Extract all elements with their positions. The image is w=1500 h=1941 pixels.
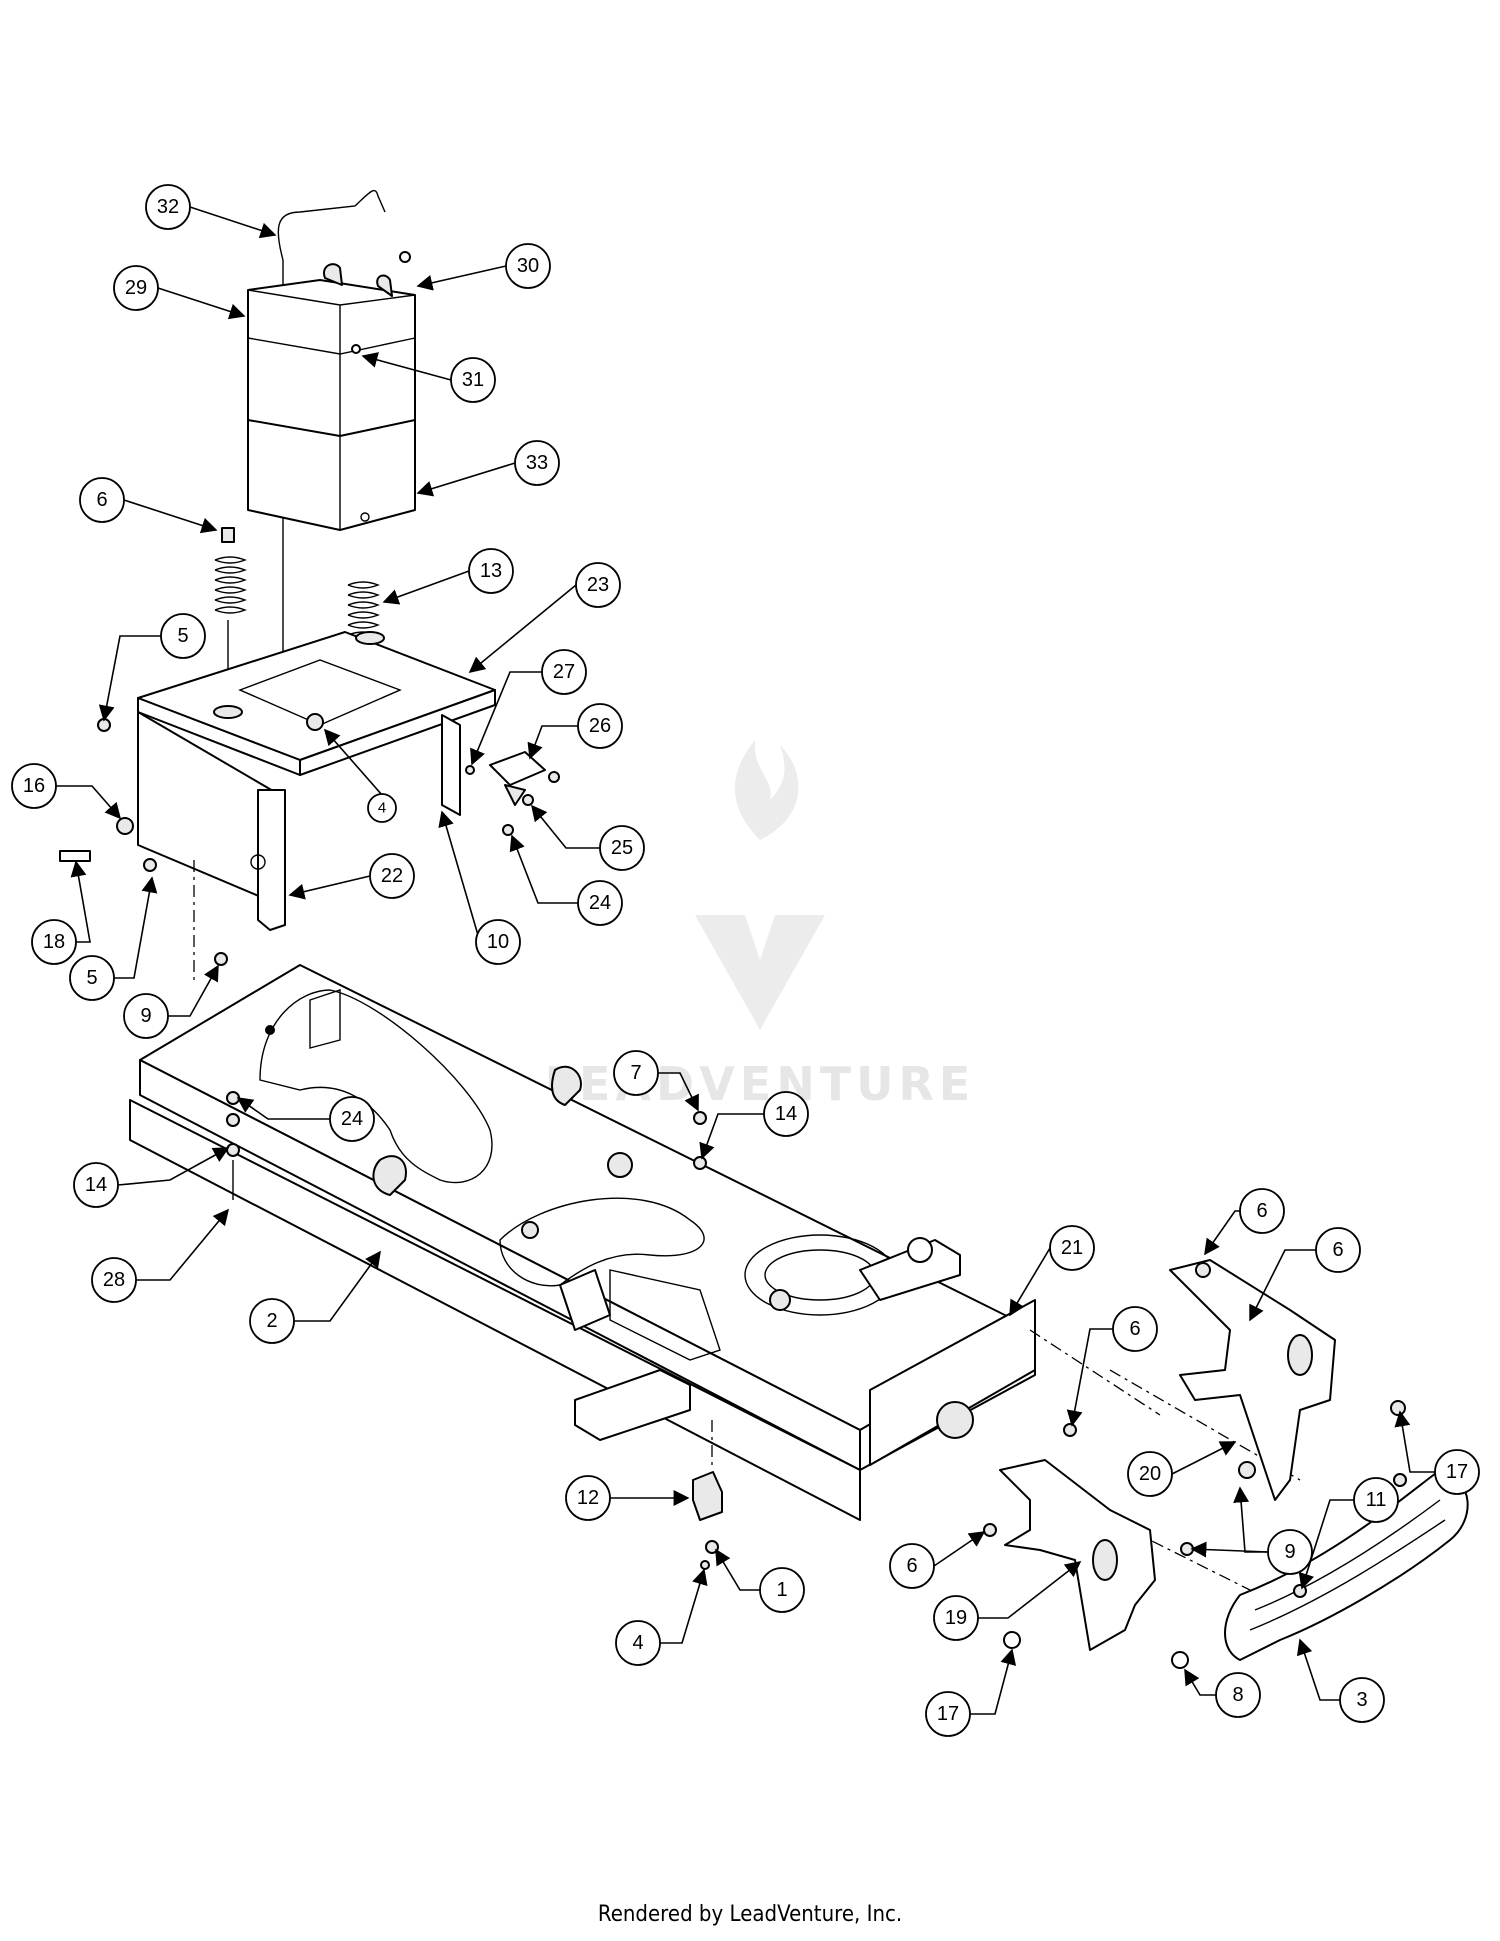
svg-text:33: 33 [526, 452, 548, 474]
svg-text:18: 18 [43, 931, 65, 953]
battery-tray [247, 419, 416, 531]
callout-26: 26 [577, 703, 623, 749]
svg-text:4: 4 [378, 800, 386, 817]
switch-bracket [465, 751, 560, 836]
callout-13: 13 [468, 548, 514, 594]
svg-text:7: 7 [630, 1062, 641, 1084]
callout-32: 32 [145, 184, 191, 230]
callout-19: 19 [933, 1595, 979, 1641]
svg-text:19: 19 [945, 1607, 967, 1629]
svg-text:14: 14 [775, 1103, 797, 1125]
callout-2: 2 [249, 1298, 295, 1344]
callout-14-left: 14 [73, 1162, 119, 1208]
svg-text:12: 12 [577, 1487, 599, 1509]
svg-text:1: 1 [776, 1579, 787, 1601]
svg-text:26: 26 [589, 715, 611, 737]
callout-4-bottom: 4 [615, 1620, 661, 1666]
svg-text:17: 17 [937, 1703, 959, 1725]
callout-5-bottom: 5 [69, 955, 115, 1001]
callout-3: 3 [1339, 1677, 1385, 1723]
battery-platform [137, 631, 496, 931]
front-bracket-left [983, 1423, 1194, 1651]
seat-switch [692, 1471, 723, 1570]
svg-text:6: 6 [1256, 1200, 1267, 1222]
svg-text:16: 16 [23, 775, 45, 797]
callout-12: 12 [565, 1475, 611, 1521]
front-bracket-right [1169, 1259, 1336, 1501]
svg-text:9: 9 [140, 1005, 151, 1027]
callout-5-top: 5 [160, 613, 206, 659]
footer-credit: Rendered by LeadVenture, Inc. [597, 1902, 903, 1927]
svg-text:6: 6 [1332, 1239, 1343, 1261]
callout-11: 11 [1353, 1477, 1399, 1523]
callout-28: 28 [91, 1257, 137, 1303]
leadventure-watermark: LEADVENTURE [545, 740, 976, 1111]
callout-7: 7 [613, 1050, 659, 1096]
callout-18: 18 [31, 919, 77, 965]
watermark-text: LEADVENTURE [545, 1057, 976, 1111]
callout-6-middle: 6 [1112, 1306, 1158, 1352]
callout-6-lower: 6 [889, 1543, 935, 1589]
callout-9-top: 9 [123, 993, 169, 1039]
callout-10: 10 [475, 919, 521, 965]
svg-text:22: 22 [381, 865, 403, 887]
svg-text:10: 10 [487, 931, 509, 953]
svg-text:32: 32 [157, 196, 179, 218]
callout-6-right-a: 6 [1239, 1188, 1285, 1234]
svg-text:31: 31 [462, 369, 484, 391]
svg-text:9: 9 [1284, 1541, 1295, 1563]
svg-text:28: 28 [103, 1269, 125, 1291]
main-frame [129, 964, 1301, 1601]
callout-24-bottom: 24 [329, 1096, 375, 1142]
springs [214, 527, 380, 710]
callout-16: 16 [11, 763, 57, 809]
callout-30: 30 [505, 243, 551, 289]
svg-text:5: 5 [86, 967, 97, 989]
callout-17-right: 17 [1434, 1449, 1480, 1495]
callout-24-top: 24 [577, 880, 623, 926]
callout-20: 20 [1127, 1451, 1173, 1497]
callout-6-top: 6 [79, 477, 125, 523]
callout-9-bottom: 9 [1267, 1529, 1313, 1575]
svg-text:5: 5 [177, 625, 188, 647]
svg-text:14: 14 [85, 1174, 107, 1196]
svg-text:21: 21 [1061, 1237, 1083, 1259]
callout-6-right-b: 6 [1315, 1227, 1361, 1273]
callout-25: 25 [599, 825, 645, 871]
svg-text:25: 25 [611, 837, 633, 859]
callout-22: 22 [369, 853, 415, 899]
callouts: 32 30 29 31 33 6 13 23 5 27 26 16 [11, 184, 1480, 1737]
callout-21: 21 [1049, 1225, 1095, 1271]
callout-23: 23 [575, 562, 621, 608]
svg-text:8: 8 [1232, 1684, 1243, 1706]
callout-31: 31 [450, 357, 496, 403]
svg-text:6: 6 [906, 1555, 917, 1577]
svg-text:4: 4 [632, 1632, 643, 1654]
callout-4-small: 4 [367, 793, 397, 823]
svg-text:17: 17 [1446, 1461, 1468, 1483]
svg-text:6: 6 [1129, 1318, 1140, 1340]
svg-text:3: 3 [1356, 1689, 1367, 1711]
svg-text:11: 11 [1366, 1489, 1387, 1511]
callout-33: 33 [514, 440, 560, 486]
svg-text:24: 24 [589, 892, 611, 914]
svg-text:6: 6 [96, 489, 107, 511]
svg-text:23: 23 [587, 574, 609, 596]
svg-text:2: 2 [266, 1310, 277, 1332]
callout-27: 27 [541, 649, 587, 695]
callout-8: 8 [1215, 1672, 1261, 1718]
callout-14-right: 14 [763, 1091, 809, 1137]
svg-text:27: 27 [553, 661, 575, 683]
platform-hardware [59, 718, 228, 985]
callout-29: 29 [113, 265, 159, 311]
svg-text:24: 24 [341, 1108, 363, 1130]
svg-text:20: 20 [1139, 1463, 1161, 1485]
callout-1: 1 [759, 1567, 805, 1613]
svg-text:13: 13 [480, 560, 502, 582]
callout-17-lower: 17 [925, 1691, 971, 1737]
svg-text:30: 30 [517, 255, 539, 277]
svg-text:29: 29 [125, 277, 147, 299]
